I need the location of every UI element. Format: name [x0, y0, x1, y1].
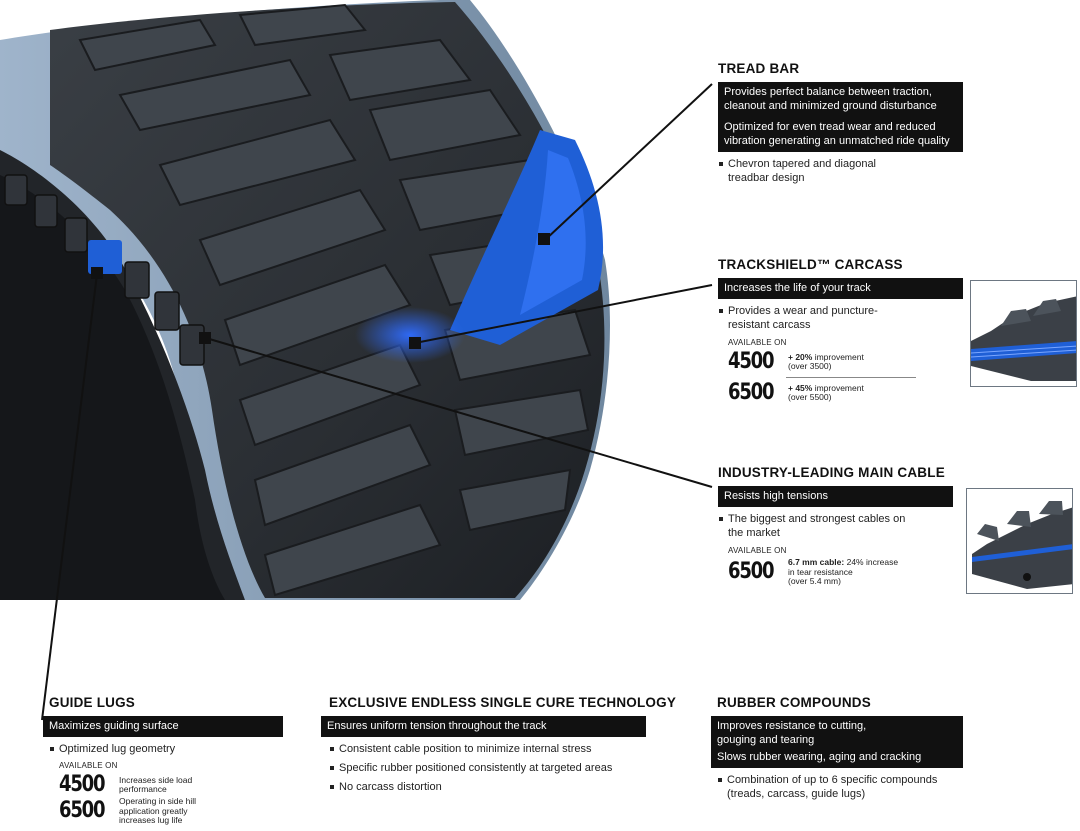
model-note: + 20% improvement (over 3500) — [788, 351, 864, 371]
highlight-text: Slows rubber wearing, aging and cracking — [717, 751, 922, 763]
highlight-bar: Provides perfect balance between tractio… — [718, 82, 963, 152]
highlight-bar: Resists high tensions — [718, 486, 953, 507]
highlight-text: Optimized for even tread wear and reduce… — [724, 121, 950, 147]
highlight-text: Increases the life of your track — [724, 282, 871, 294]
model-note: + 45% improvement (over 5500) — [788, 382, 864, 402]
section-main-cable: INDUSTRY-LEADING MAIN CABLE Resists high… — [718, 465, 953, 587]
bullet-list: Combination of up to 6 specific compound… — [717, 773, 957, 801]
bullet-list: Provides a wear and puncture-resistant c… — [718, 304, 898, 332]
bullet-item: Consistent cable position to minimize in… — [329, 742, 646, 756]
model-row: 4500 Increases side load performance — [59, 773, 283, 797]
bullet-item: The biggest and strongest cables on the … — [718, 512, 918, 540]
highlight-text: Provides perfect balance between tractio… — [724, 86, 937, 112]
model-note: Operating in side hill application great… — [119, 796, 197, 825]
model-note: 6.7 mm cable: 24% increase in tear resis… — [788, 557, 899, 586]
highlight-text: Maximizes guiding surface — [49, 720, 179, 732]
cable-cutaway-image — [966, 488, 1073, 594]
bullet-list: Consistent cable position to minimize in… — [329, 742, 646, 794]
section-title: GUIDE LUGS — [49, 695, 136, 710]
model-number: 4500 — [728, 349, 775, 374]
guide-lug-blue — [88, 240, 122, 274]
bullet-item: Specific rubber positioned consistently … — [329, 761, 646, 775]
carcass-glow — [355, 307, 465, 363]
model-row: 6500 + 45% improvement (over 5500) — [728, 381, 963, 405]
section-rubber-compounds: RUBBER COMPOUNDS Improves resistance to … — [711, 695, 963, 806]
bullet-item: Optimized lug geometry — [49, 742, 283, 756]
model-note: Increases side load performance — [119, 774, 193, 794]
available-label: AVAILABLE ON — [59, 761, 118, 770]
highlight-bar: Maximizes guiding surface — [43, 716, 283, 737]
section-tread-bar: TREAD BAR Provides perfect balance betwe… — [718, 61, 963, 190]
highlight-text: Ensures uniform tension throughout the t… — [327, 720, 547, 732]
section-carcass: TRACKSHIELD™ CARCASS Increases the life … — [718, 257, 963, 405]
section-title: TRACKSHIELD™ CARCASS — [718, 257, 903, 272]
bullet-item: No carcass distortion — [329, 780, 646, 794]
section-title: TREAD BAR — [718, 61, 800, 76]
section-title: RUBBER COMPOUNDS — [717, 695, 871, 710]
available-label: AVAILABLE ON — [728, 546, 787, 555]
highlight-text: Improves resistance to cutting, gouging … — [717, 720, 867, 746]
model-row: 6500 6.7 mm cable: 24% increase in tear … — [728, 557, 953, 587]
section-title: EXCLUSIVE ENDLESS SINGLE CURE TECHNOLOGY — [329, 695, 677, 710]
bullet-list: Optimized lug geometry — [49, 742, 283, 756]
bullet-item: Chevron tapered and diagonal treadbar de… — [718, 157, 898, 185]
model-number: 6500 — [728, 559, 775, 585]
model-number: 4500 — [59, 772, 106, 797]
carcass-cutaway-image — [970, 280, 1077, 387]
bullet-list: Chevron tapered and diagonal treadbar de… — [718, 157, 898, 185]
section-guide-lugs: GUIDE LUGS Maximizes guiding surface Opt… — [43, 695, 283, 826]
highlight-bar: Improves resistance to cutting, gouging … — [711, 716, 963, 768]
bullet-item: Combination of up to 6 specific compound… — [717, 773, 957, 801]
section-single-cure: EXCLUSIVE ENDLESS SINGLE CURE TECHNOLOGY… — [321, 695, 677, 799]
highlight-bar: Ensures uniform tension throughout the t… — [321, 716, 646, 737]
available-label: AVAILABLE ON — [728, 338, 787, 347]
model-row: 4500 + 20% improvement (over 3500) — [728, 350, 963, 374]
model-number: 6500 — [59, 798, 106, 824]
section-title: INDUSTRY-LEADING MAIN CABLE — [718, 465, 945, 480]
model-number: 6500 — [728, 380, 775, 405]
bullet-list: The biggest and strongest cables on the … — [718, 512, 918, 540]
bullet-item: Provides a wear and puncture-resistant c… — [718, 304, 898, 332]
divider — [786, 377, 916, 378]
highlight-bar: Increases the life of your track — [718, 278, 963, 299]
model-row: 6500 Operating in side hill application … — [59, 796, 283, 826]
highlight-text: Resists high tensions — [724, 490, 828, 502]
